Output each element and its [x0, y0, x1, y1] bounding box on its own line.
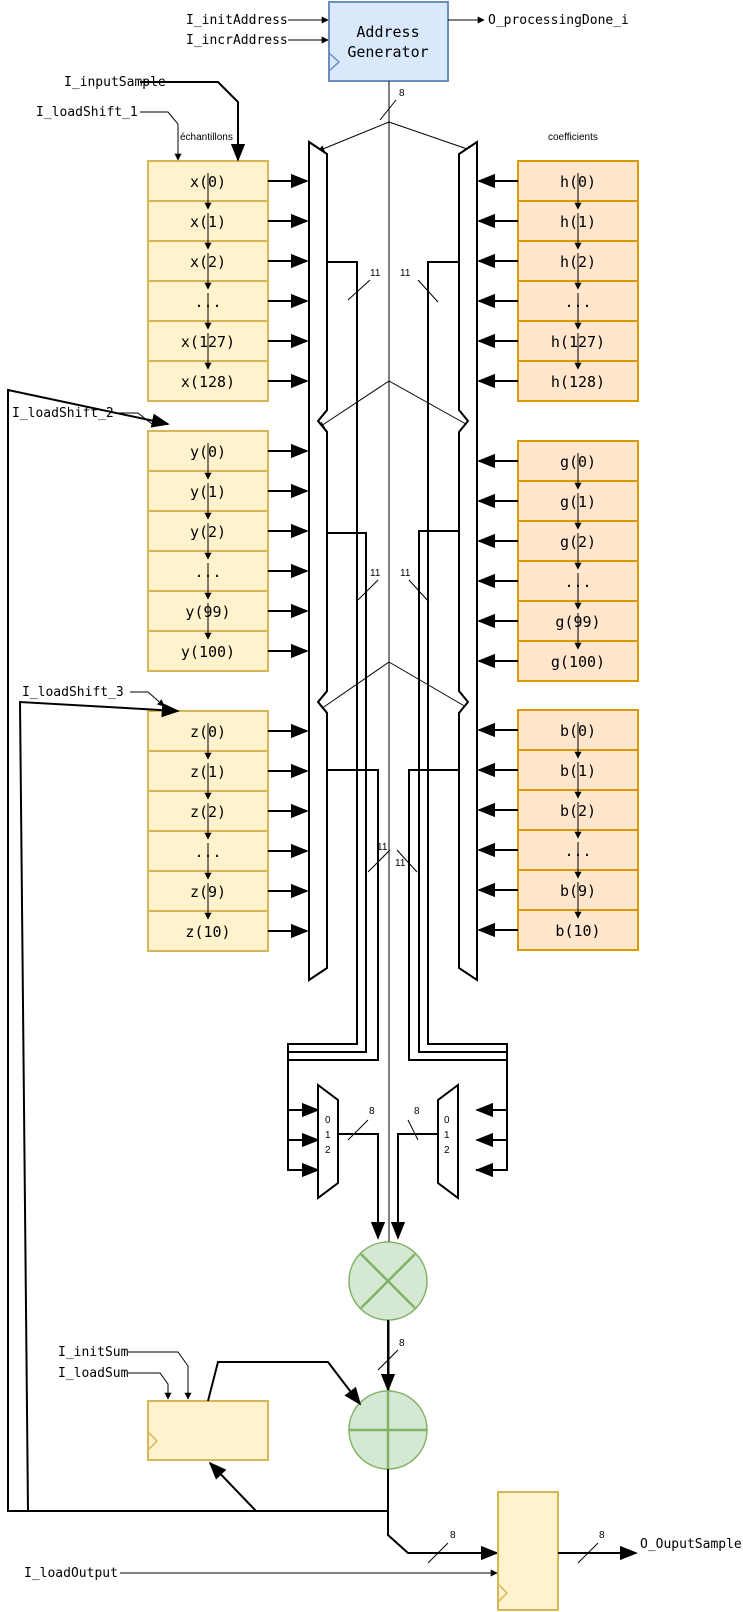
left-final-mux: [317, 1083, 339, 1200]
register-label-z: z(9): [190, 883, 226, 901]
output-width: 8: [599, 1530, 605, 1541]
register-label-z: z(0): [190, 723, 226, 741]
adder-circle-icon: [348, 1390, 428, 1470]
input-sample-label: I_inputSample: [64, 75, 166, 90]
register-label-x: x(1): [190, 213, 226, 231]
address-generator-title-1: Address: [356, 23, 419, 41]
product-width: 8: [399, 1338, 405, 1349]
h-register-bank: h(0) h(1) h(2)... h(127) h(128): [477, 160, 639, 402]
register-label-h: ...: [564, 293, 591, 311]
left-mux-input-1: 1: [325, 1130, 331, 1141]
register-label-y: y(100): [181, 643, 235, 661]
register-label-h: h(1): [560, 213, 596, 231]
register-cell-g: [517, 640, 639, 682]
load-shift-2-label: I_loadShift_2: [12, 406, 114, 421]
register-label-h: h(128): [551, 373, 605, 391]
register-label-b: b(1): [560, 762, 596, 780]
right-mux-input-1: 1: [444, 1130, 450, 1141]
register-label-b: b(2): [560, 802, 596, 820]
register-label-h: h(127): [551, 333, 605, 351]
register-label-y: y(2): [190, 523, 226, 541]
output-sample-label: O_OuputSample: [640, 1537, 742, 1552]
bus-width-1-right: 11: [400, 268, 411, 279]
register-label-b: ...: [564, 842, 591, 860]
register-label-g: g(2): [560, 533, 596, 551]
right-final-mux: [437, 1083, 459, 1200]
bus-width-1-left: 11: [370, 268, 381, 279]
register-label-y: ...: [194, 563, 221, 581]
register-label-x: x(127): [181, 333, 235, 351]
final-mux-width-right: 8: [414, 1106, 420, 1117]
register-label-z: z(10): [185, 923, 230, 941]
register-label-b: b(0): [560, 722, 596, 740]
register-label-y: y(0): [190, 443, 226, 461]
addr-bus-width: 8: [399, 88, 405, 99]
register-label-x: x(0): [190, 173, 226, 191]
output-register: [497, 1491, 559, 1611]
load-shift-3-label: I_loadShift_3: [22, 685, 124, 700]
final-mux-width-left: 8: [369, 1106, 375, 1117]
bus-width-2-left: 11: [370, 568, 381, 579]
incr-address-label: I_incrAddress: [186, 33, 288, 48]
z-register-bank: z(0) z(1) z(2)... z(9) z(10): [147, 710, 309, 952]
processing-done-label: O_processingDone_i: [488, 13, 629, 28]
register-label-g: g(0): [560, 453, 596, 471]
register-label-z: z(1): [190, 763, 226, 781]
init-address-label: I_initAddress: [186, 13, 288, 28]
x-register-bank: x(0) x(1) x(2)... x(127) x(128): [147, 160, 309, 402]
register-label-y: y(1): [190, 483, 226, 501]
load-shift-1-label: I_loadShift_1: [36, 105, 138, 120]
register-label-x: x(128): [181, 373, 235, 391]
register-label-g: ...: [564, 573, 591, 591]
register-label-y: y(99): [185, 603, 230, 621]
g-register-bank: g(0) g(1) g(2)... g(99) g(100): [477, 440, 639, 682]
right-mux-input-0: 0: [444, 1115, 450, 1126]
left-mux-input-0: 0: [325, 1115, 331, 1126]
right-mux-input-2: 2: [444, 1145, 450, 1156]
left-mux-input-2: 2: [325, 1145, 331, 1156]
y-register-bank: y(0) y(1) y(2)... y(99) y(100): [147, 430, 309, 672]
bus-width-3-left: 11: [377, 842, 388, 853]
register-label-g: g(99): [555, 613, 600, 631]
register-label-b: b(9): [560, 882, 596, 900]
right-selection-mux: [458, 140, 478, 982]
register-label-h: h(0): [560, 173, 596, 191]
samples-header: échantillons: [180, 132, 233, 143]
address-generator: Address Generator: [328, 1, 449, 82]
bus-width-3-right: 11: [395, 858, 406, 869]
to-output-width: 8: [450, 1530, 456, 1541]
register-label-g: g(100): [551, 653, 605, 671]
register-label-z: ...: [194, 843, 221, 861]
accumulator-register: [147, 1400, 269, 1461]
register-label-x: ...: [194, 293, 221, 311]
bus-width-2-right: 11: [400, 568, 411, 579]
register-cell-b: [517, 909, 639, 951]
load-output-label: I_loadOutput: [24, 1566, 118, 1581]
multiplier-circle-icon: [348, 1241, 428, 1321]
register-label-g: g(1): [560, 493, 596, 511]
register-label-b: b(10): [555, 922, 600, 940]
address-generator-title-2: Generator: [347, 43, 428, 61]
coefficients-header: coefficients: [548, 132, 598, 143]
register-label-h: h(2): [560, 253, 596, 271]
register-label-x: x(2): [190, 253, 226, 271]
load-sum-label: I_loadSum: [58, 1366, 129, 1381]
init-sum-label: I_initSum: [58, 1345, 129, 1360]
b-register-bank: b(0) b(1) b(2)... b(9) b(10): [477, 709, 639, 951]
register-label-z: z(2): [190, 803, 226, 821]
